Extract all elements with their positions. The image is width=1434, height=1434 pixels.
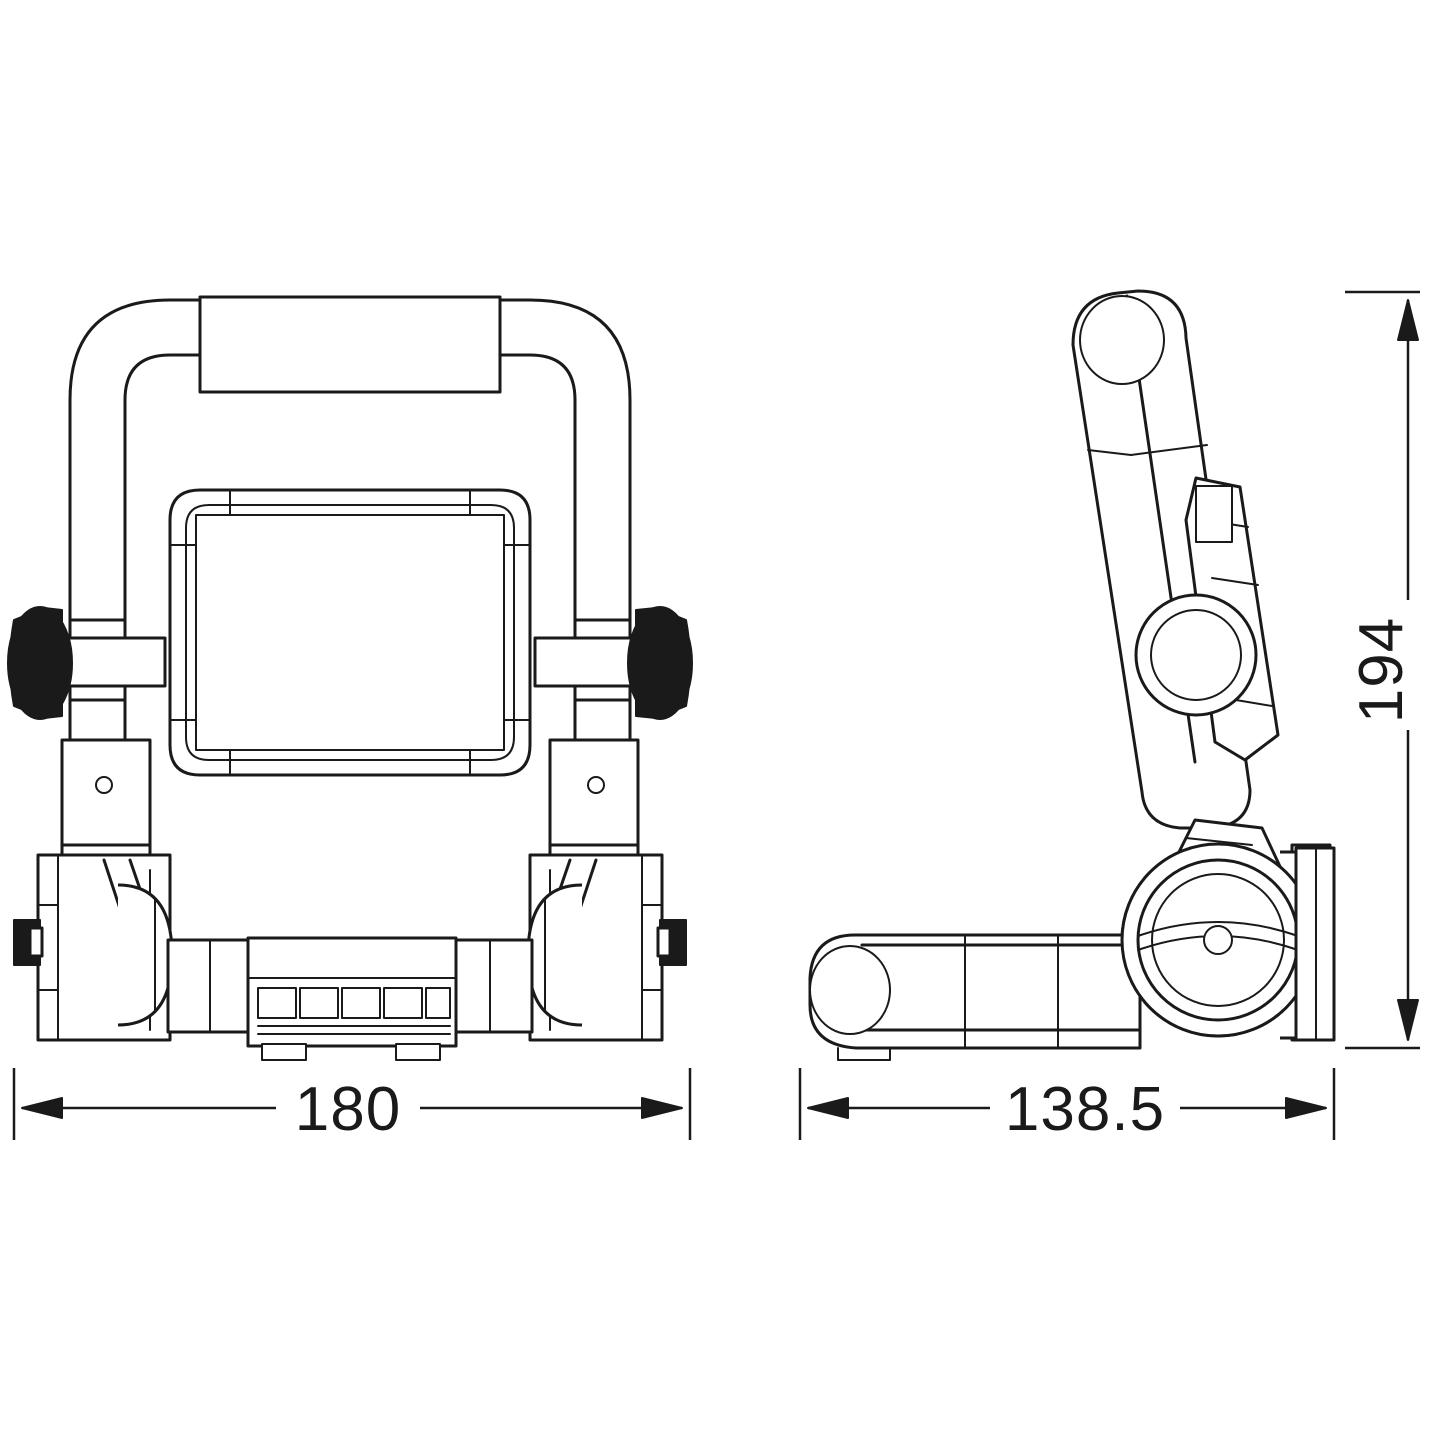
side-connecting-link [1120, 818, 1336, 1042]
front-control-module [246, 936, 458, 1061]
dimension-height-194: 194 [1345, 290, 1420, 1050]
side-view-group [808, 289, 1336, 1061]
side-base-arm [808, 933, 1142, 1061]
front-handle-grip [198, 295, 502, 394]
dimension-label-height: 194 [1347, 617, 1416, 723]
front-view-group [7, 295, 693, 1061]
dimension-label-width: 180 [295, 1075, 401, 1144]
front-lamp-panel [168, 488, 532, 777]
dimension-depth-138-5: 138.5 [798, 1068, 1336, 1144]
dimension-label-depth: 138.5 [1005, 1075, 1165, 1144]
front-left-knob [7, 606, 167, 720]
front-handle-frame [68, 298, 632, 1042]
side-pivot-knob [1134, 593, 1258, 717]
front-right-knob [533, 606, 693, 720]
front-left-leg [13, 738, 174, 1042]
dimension-width-180: 180 [12, 1068, 692, 1144]
front-right-leg [526, 738, 687, 1042]
